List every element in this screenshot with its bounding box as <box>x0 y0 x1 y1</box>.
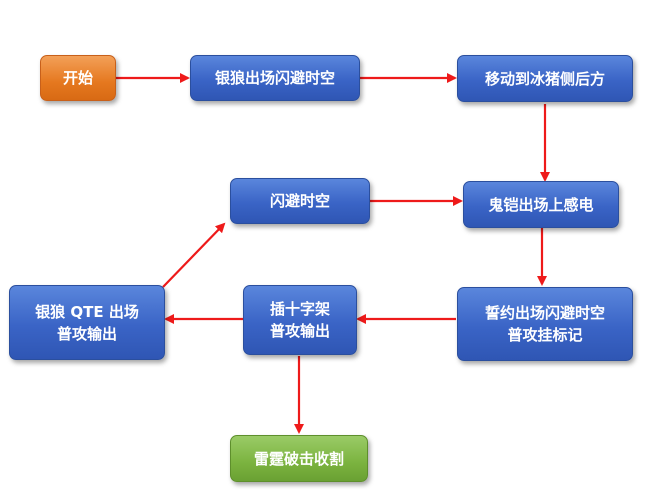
node-start-label: 开始 <box>62 69 93 87</box>
node-pledge-line-2: 普攻挂标记 <box>507 326 583 344</box>
node-cross-line-2: 普攻输出 <box>269 322 330 340</box>
node-start: 开始 <box>40 55 116 101</box>
node-finish: 雷霆破击收割 <box>230 435 368 482</box>
node-silver-wolf: 银狼出场闪避时空 <box>190 55 360 101</box>
node-pledge-line-1: 誓约出场闪避时空 <box>484 304 605 322</box>
arrow-wolf-qte-to-dodge <box>162 222 226 288</box>
node-ghost: 鬼铠出场上感电 <box>463 181 619 228</box>
node-ghost-label: 鬼铠出场上感电 <box>488 195 594 214</box>
node-finish-label: 雷霆破击收割 <box>253 449 344 468</box>
node-wolf-qte-line-2: 普攻输出 <box>56 324 117 343</box>
node-wolf-qte-line-1: 银狼 QTE 出场 <box>35 302 139 321</box>
node-dodge: 闪避时空 <box>230 178 370 224</box>
node-move-label: 移动到冰猪侧后方 <box>484 69 605 88</box>
node-cross: 插十字架 普攻输出 <box>243 285 357 355</box>
node-move: 移动到冰猪侧后方 <box>457 55 633 102</box>
node-silver-wolf-label: 银狼出场闪避时空 <box>214 69 335 87</box>
node-pledge: 誓约出场闪避时空 普攻挂标记 <box>457 287 633 361</box>
node-cross-line-1: 插十字架 <box>269 300 330 318</box>
node-dodge-label: 闪避时空 <box>269 192 330 210</box>
node-wolf-qte: 银狼 QTE 出场 普攻输出 <box>9 285 165 360</box>
